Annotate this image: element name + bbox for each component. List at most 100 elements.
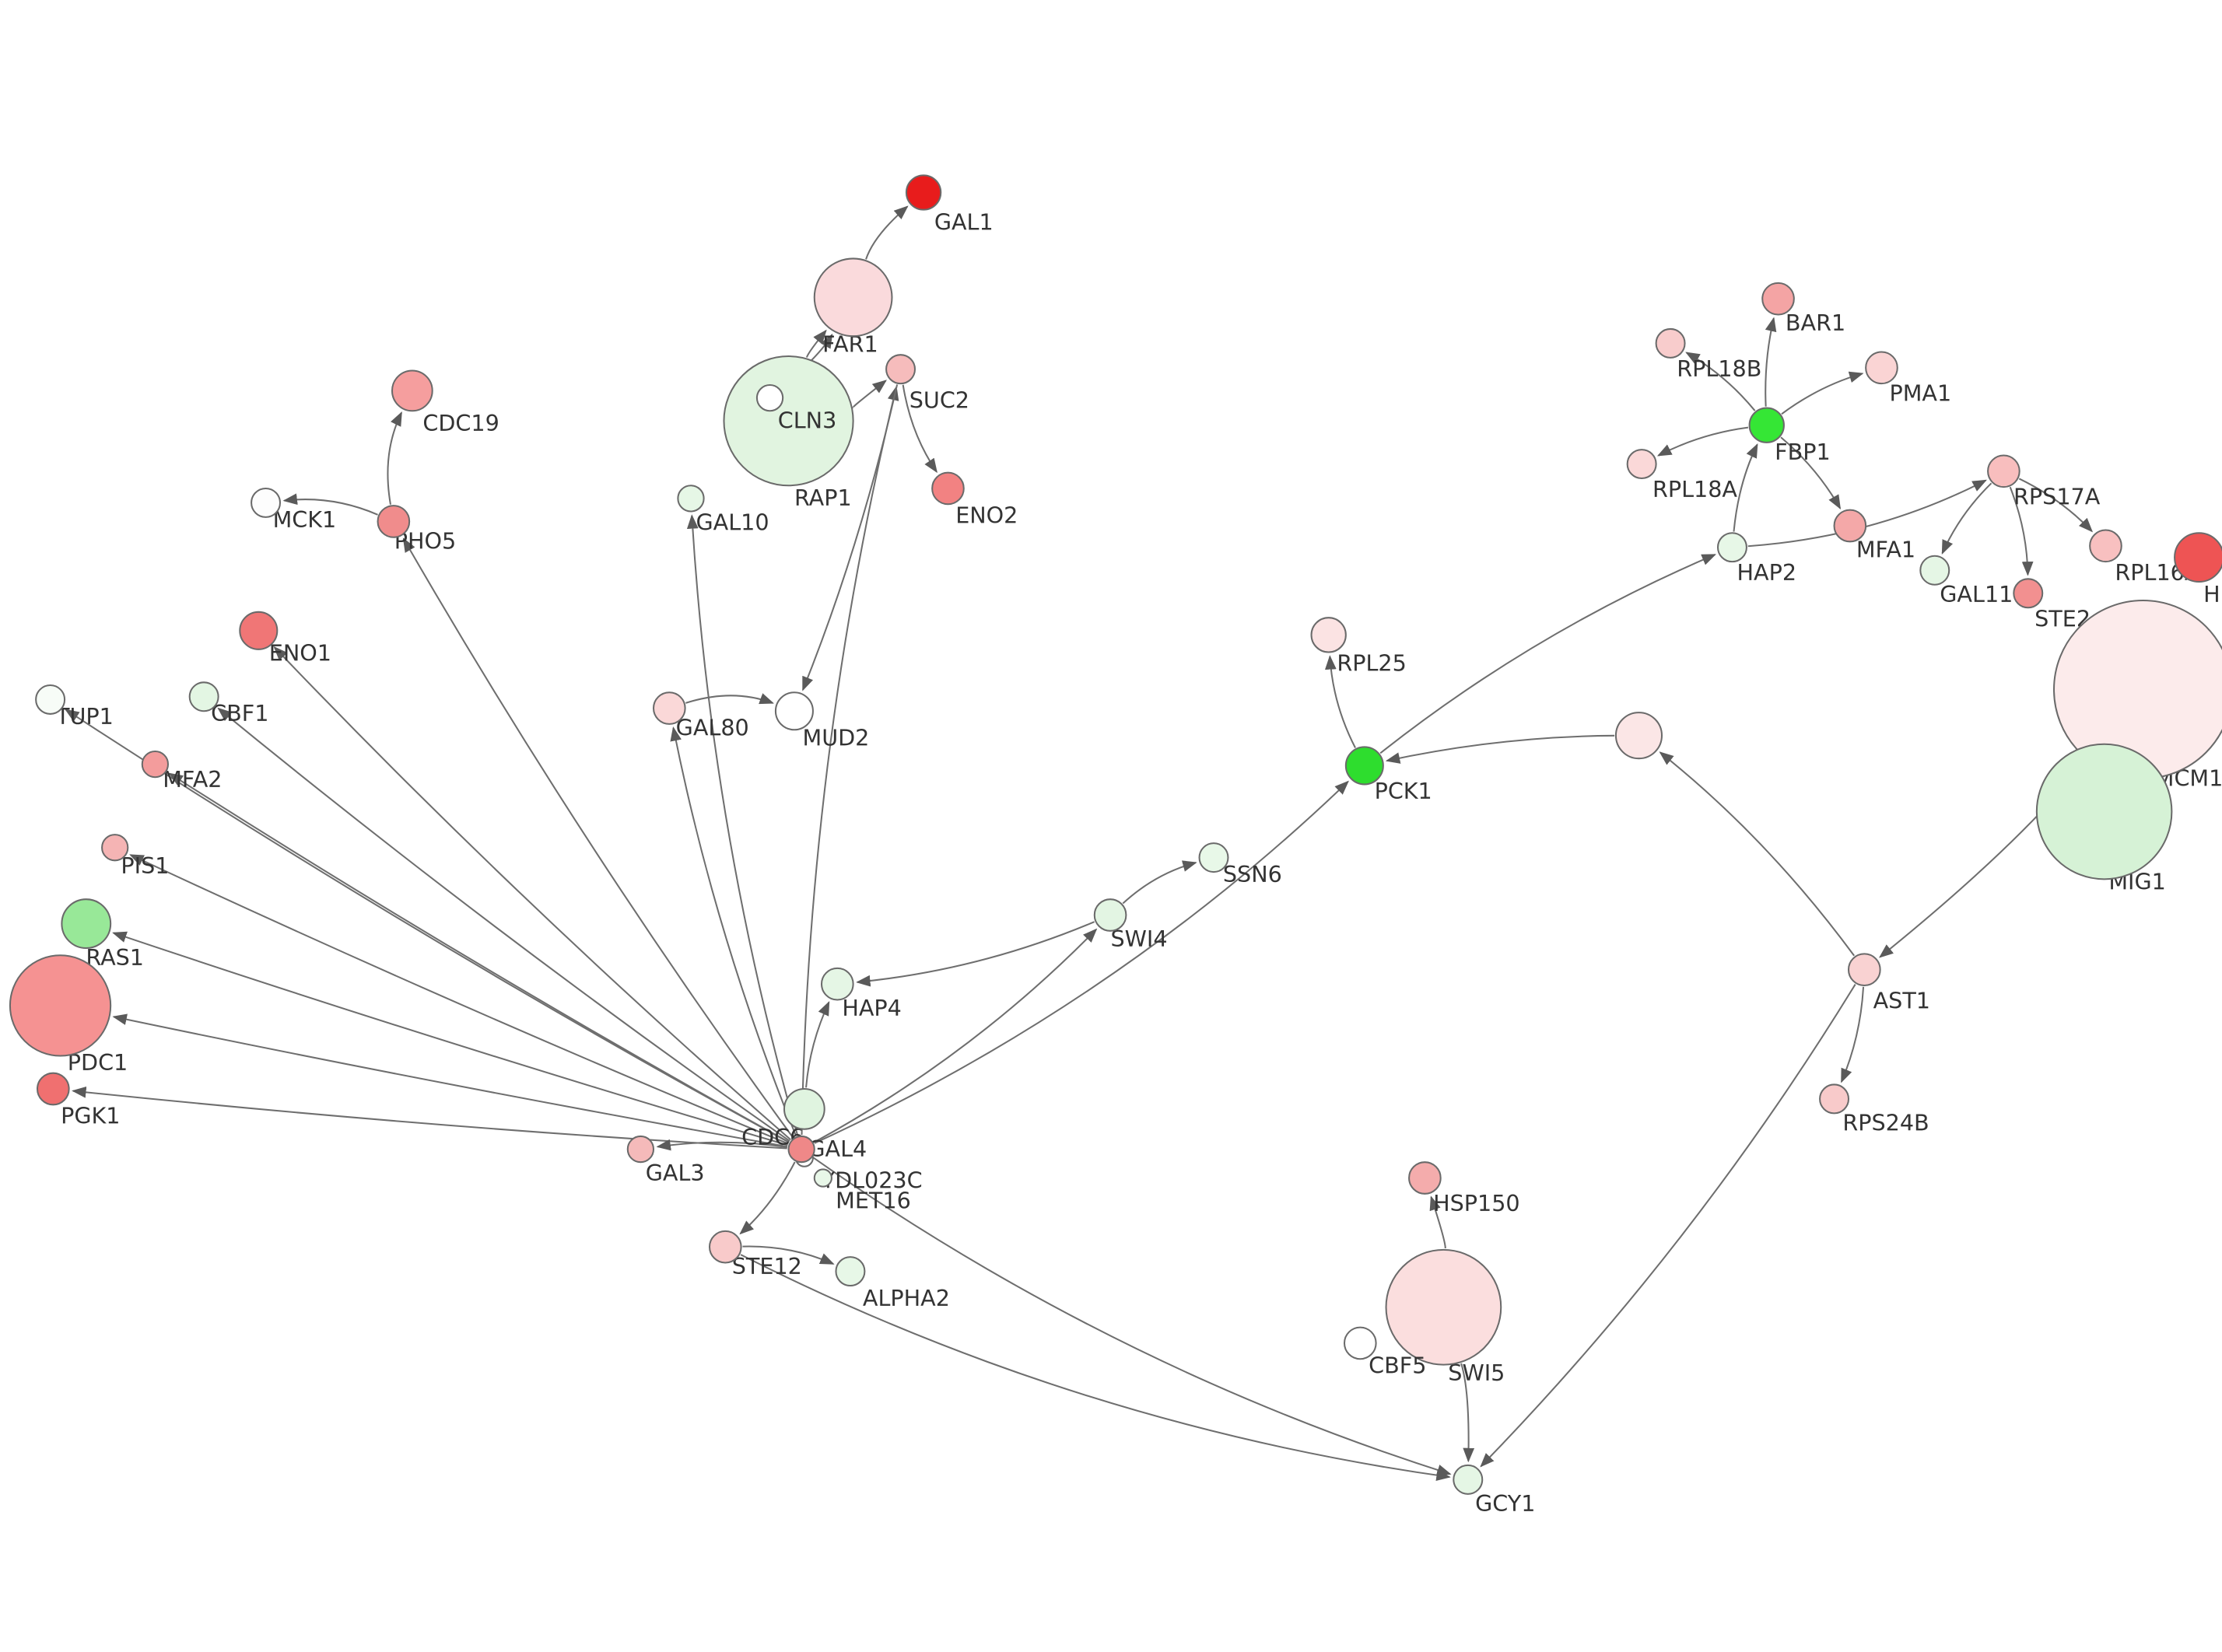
node-CDC19[interactable]	[391, 369, 433, 412]
edge-HAP2-RPS17A[interactable]	[1747, 479, 1987, 548]
edge-AST1-GCY1[interactable]	[1480, 984, 1856, 1468]
edge-GAL4-CBF1[interactable]	[217, 707, 790, 1142]
node-PIS1[interactable]	[101, 834, 129, 862]
node-RPL18B[interactable]	[1655, 327, 1686, 359]
node-ALPHA2[interactable]	[835, 1256, 866, 1287]
node-GAL80[interactable]	[652, 691, 686, 725]
node-RAP1[interactable]	[723, 355, 854, 487]
node-RPL16A[interactable]	[2089, 529, 2122, 563]
edge-GAL4-SUC2[interactable]	[801, 386, 899, 1136]
node-ENO1[interactable]	[239, 611, 279, 650]
node-SWI4[interactable]	[1093, 898, 1127, 932]
edge-GAL4-PHO5[interactable]	[402, 537, 794, 1139]
edge-GAL4-GAL80[interactable]	[670, 726, 797, 1136]
node-PGK1[interactable]	[36, 1072, 70, 1106]
node-RPL18A[interactable]	[1626, 449, 1657, 480]
edge-GAL80-MUD2[interactable]	[685, 693, 774, 705]
node-PDC1[interactable]	[9, 954, 112, 1057]
edge-FBP1-BAR1[interactable]	[1765, 317, 1777, 407]
edge-RPS17A-RPL16A[interactable]	[2018, 478, 2094, 533]
node-MCK1[interactable]	[251, 487, 282, 518]
node-group-CDC19: CDC19	[391, 369, 499, 436]
node-SSN6[interactable]	[1198, 842, 1229, 873]
node-MFA2[interactable]	[141, 750, 170, 779]
edge-AST1-RPS24B[interactable]	[1841, 986, 1865, 1083]
node-GAL3[interactable]	[626, 1135, 655, 1164]
edge-FBP1-RPL18B[interactable]	[1685, 352, 1756, 411]
node-GCY1[interactable]	[1453, 1464, 1484, 1495]
node-PMA1[interactable]	[1865, 351, 1898, 385]
edge-RPS17A-STE2[interactable]	[2009, 486, 2034, 576]
node-RPS17A[interactable]	[1987, 454, 2020, 488]
node-ENO2[interactable]	[931, 471, 965, 506]
edge-SWI5-HSP150[interactable]	[1429, 1195, 1446, 1249]
node-MFA1[interactable]	[1833, 509, 1867, 543]
edge-GAL4-MFA2[interactable]	[168, 772, 790, 1143]
edge-FBP1-MFA1[interactable]	[1780, 436, 1842, 510]
node-HIS4[interactable]	[2174, 532, 2222, 583]
edge-PCK1-HAP2[interactable]	[1379, 554, 1717, 754]
node-MUD2[interactable]	[774, 691, 814, 731]
node-PCK1[interactable]	[1344, 746, 1384, 786]
edge-GAL4-PIS1[interactable]	[129, 854, 789, 1145]
edge-HAP2-FBP1[interactable]	[1733, 443, 1758, 532]
edge-AST1-N1[interactable]	[1659, 751, 1856, 957]
edge-GAL4-GAL10[interactable]	[686, 514, 799, 1136]
node-TUP1[interactable]	[35, 684, 66, 715]
edge-PHO5-MCK1[interactable]	[282, 493, 378, 516]
node-AST1[interactable]	[1847, 953, 1881, 987]
edge-STE12-ALPHA2[interactable]	[742, 1245, 835, 1265]
node-CBF1[interactable]	[188, 681, 219, 712]
edge-SUC2-ENO2[interactable]	[902, 384, 938, 474]
edge-GAL4-ENO1[interactable]	[273, 646, 791, 1141]
node-N1[interactable]	[1614, 712, 1663, 760]
node-label-MCK1: MCK1	[273, 506, 337, 533]
edge-SUC2-MUD2[interactable]	[802, 384, 899, 691]
node-PHO5[interactable]	[377, 505, 411, 538]
node-RPS24B[interactable]	[1819, 1083, 1850, 1115]
edge-N1-PCK1[interactable]	[1385, 734, 1615, 764]
edge-RPS17A-GAL11[interactable]	[1941, 482, 1992, 555]
edge-SWI5-GCY1[interactable]	[1460, 1363, 1475, 1463]
edge-GAL4-STE12[interactable]	[739, 1161, 796, 1235]
edge-GAL4-GAL3[interactable]	[656, 1139, 788, 1151]
edge-PCK1-RPL25[interactable]	[1324, 655, 1356, 748]
node-FAR1[interactable]	[813, 257, 893, 338]
node-CLN3[interactable]	[755, 383, 784, 412]
edge-GAL4-PCK1[interactable]	[814, 780, 1349, 1144]
node-MIG1[interactable]	[2035, 743, 2173, 880]
node-GAL10[interactable]	[677, 485, 705, 513]
node-label-HAP4: HAP4	[842, 995, 902, 1021]
node-GAL1[interactable]	[905, 174, 942, 211]
edge-PHO5-CDC19[interactable]	[387, 411, 402, 505]
node-HAP2[interactable]	[1716, 532, 1747, 563]
node-SUC2[interactable]	[885, 354, 916, 385]
edge-GAL4-RAS1[interactable]	[112, 931, 788, 1146]
node-HSP150[interactable]	[1408, 1161, 1442, 1195]
edge-GAL4-GCY1[interactable]	[812, 1157, 1452, 1476]
node-FBP1[interactable]	[1748, 407, 1785, 443]
edge-SWI4-SSN6[interactable]	[1122, 860, 1197, 905]
node-GAL11[interactable]	[1919, 555, 1950, 586]
node-HAP4[interactable]	[820, 967, 854, 1001]
edge-STE12-GCY1[interactable]	[740, 1254, 1451, 1482]
edge-GAL4-PGK1[interactable]	[72, 1086, 787, 1150]
node-STE12[interactable]	[708, 1230, 742, 1264]
edge-GAL4-SWI4[interactable]	[813, 928, 1098, 1143]
node-CBF5[interactable]	[1343, 1326, 1377, 1360]
edge-FBP1-RPL18A[interactable]	[1656, 426, 1749, 457]
edge-FAR1-GAL1[interactable]	[865, 205, 909, 260]
edge-RAP1-SUC2[interactable]	[852, 380, 887, 408]
node-BAR1[interactable]	[1761, 282, 1795, 316]
edge-GAL4-PDC1[interactable]	[112, 1013, 788, 1148]
node-SWI5[interactable]	[1385, 1248, 1502, 1366]
node-GAL4[interactable]	[787, 1135, 815, 1164]
edge-CDC6-HAP4[interactable]	[805, 1000, 830, 1088]
edge-SWI4-HAP4[interactable]	[856, 921, 1095, 987]
edge-FBP1-PMA1[interactable]	[1781, 371, 1864, 415]
node-RPL25[interactable]	[1310, 617, 1347, 653]
node-STE2[interactable]	[2013, 578, 2044, 609]
node-RAS1[interactable]	[61, 898, 112, 950]
node-MET16[interactable]	[813, 1168, 832, 1188]
node-CDC6[interactable]	[783, 1087, 825, 1130]
